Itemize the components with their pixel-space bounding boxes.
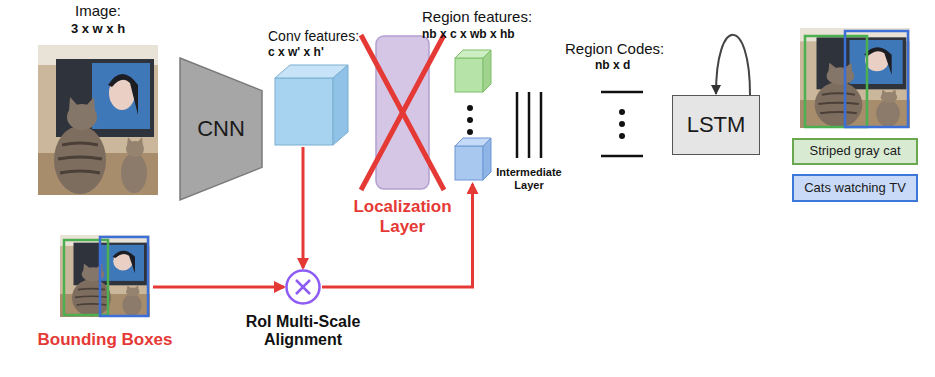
node-label: Region Codes: bbox=[565, 40, 664, 57]
conv-feature-cube bbox=[333, 65, 348, 145]
loc-outline bbox=[375, 35, 430, 190]
roi-align-circle: RoI Multi-Scale Alignment bbox=[285, 269, 321, 305]
conv-feature-cube bbox=[275, 78, 333, 145]
output-photo bbox=[800, 28, 910, 128]
input-image: Image:3 x w x h bbox=[38, 45, 158, 195]
input-photo bbox=[38, 45, 158, 195]
intermediate-layer-bars bbox=[540, 92, 543, 158]
intermediate-layer-bars bbox=[516, 92, 519, 158]
node-label: Bounding Boxes bbox=[20, 330, 190, 350]
bounding-box-photo bbox=[100, 237, 148, 316]
region-features: Region features:nb x c x wb x hb bbox=[450, 48, 495, 182]
input-photo bbox=[38, 45, 158, 195]
region-feature-cubes bbox=[455, 50, 491, 180]
dimension-label: c x w' x h' bbox=[268, 46, 324, 60]
region-code-bars bbox=[601, 91, 643, 94]
conv-feature-cube bbox=[275, 65, 348, 145]
dimension-label: nb x d bbox=[595, 59, 630, 73]
dimension-label: nb x c x wb x hb bbox=[422, 28, 515, 42]
region-code-bars bbox=[619, 109, 625, 115]
output-photo bbox=[805, 36, 867, 127]
output-photo bbox=[845, 31, 908, 127]
region-feature-cubes bbox=[455, 146, 483, 180]
region-feature-cubes bbox=[483, 50, 491, 92]
conv-features: Conv features:c x w' x h' bbox=[275, 65, 348, 145]
node-label: Intermediate Layer bbox=[486, 166, 572, 191]
region-feature-cubes bbox=[467, 129, 473, 135]
node-label: Image: bbox=[38, 2, 158, 19]
node-label: RoI Multi-Scale Alignment bbox=[215, 313, 391, 350]
localization-layer: Localization Layer bbox=[375, 35, 430, 190]
region-codes: Region Codes:nb x d bbox=[595, 84, 649, 162]
output-photo bbox=[800, 28, 910, 128]
flow-arrow bbox=[322, 184, 473, 287]
flow-arrow bbox=[153, 286, 284, 289]
region-code-bars bbox=[619, 121, 625, 127]
circle-outline bbox=[285, 269, 321, 305]
node-label: CNN bbox=[197, 116, 245, 141]
bounding-box-photo bbox=[60, 235, 150, 317]
region-feature-cubes bbox=[467, 117, 473, 123]
intermediate-layer: Intermediate Layer bbox=[508, 90, 550, 162]
node-label: Cats watching TV bbox=[804, 181, 906, 196]
region-feature-cubes bbox=[455, 58, 483, 92]
bounding-box-photo bbox=[64, 240, 108, 315]
intermediate-layer-bars bbox=[517, 92, 541, 158]
cnn-trapezoid: CNN bbox=[180, 58, 262, 200]
dimension-label: 3 x w x h bbox=[38, 22, 158, 37]
intermediate-layer-bars bbox=[528, 92, 531, 158]
caption-box: Cats watching TV bbox=[792, 174, 918, 202]
caption-box: Striped gray cat bbox=[792, 138, 918, 165]
region-code-bars bbox=[619, 133, 625, 139]
region-code-bars bbox=[601, 155, 643, 158]
flow-arrow bbox=[302, 147, 305, 268]
node-label: Striped gray cat bbox=[809, 144, 900, 159]
region-code-bars bbox=[601, 92, 643, 156]
node-label: Localization Layer bbox=[340, 197, 465, 236]
node-label: Region features: bbox=[422, 8, 532, 25]
region-feature-cubes bbox=[483, 138, 491, 180]
bounding-box-photo bbox=[60, 235, 150, 317]
region-feature-cubes bbox=[467, 105, 473, 111]
bounding-boxes-image: Bounding Boxes bbox=[60, 235, 150, 317]
lstm-box: LSTM bbox=[672, 95, 760, 155]
recurrence-arrow bbox=[716, 35, 750, 95]
node-label: Conv features: bbox=[268, 28, 359, 44]
node-label: LSTM bbox=[687, 112, 746, 137]
